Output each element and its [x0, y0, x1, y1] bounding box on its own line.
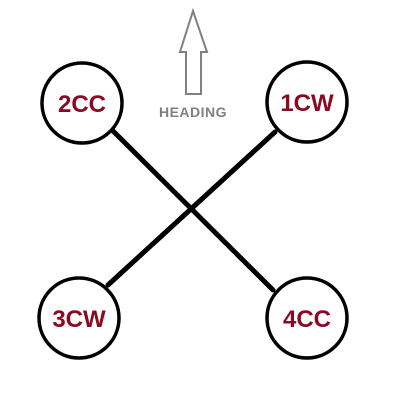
motor-circle-front-left [40, 61, 124, 145]
motor-label-front-right: 1CW [280, 90, 334, 117]
motor-circle-rear-left [37, 276, 121, 360]
motor-label-rear-left: 3CW [52, 306, 106, 333]
arm-front-right-to-rear-left [105, 129, 278, 288]
heading-arrow-icon [178, 7, 209, 95]
motor-label-rear-right: 4CC [283, 306, 331, 333]
motor-circle-front-right [265, 60, 349, 144]
motor-label-front-left: 2CC [58, 91, 106, 118]
heading-label: HEADING [159, 104, 227, 120]
motor-circle-rear-right [265, 276, 349, 360]
